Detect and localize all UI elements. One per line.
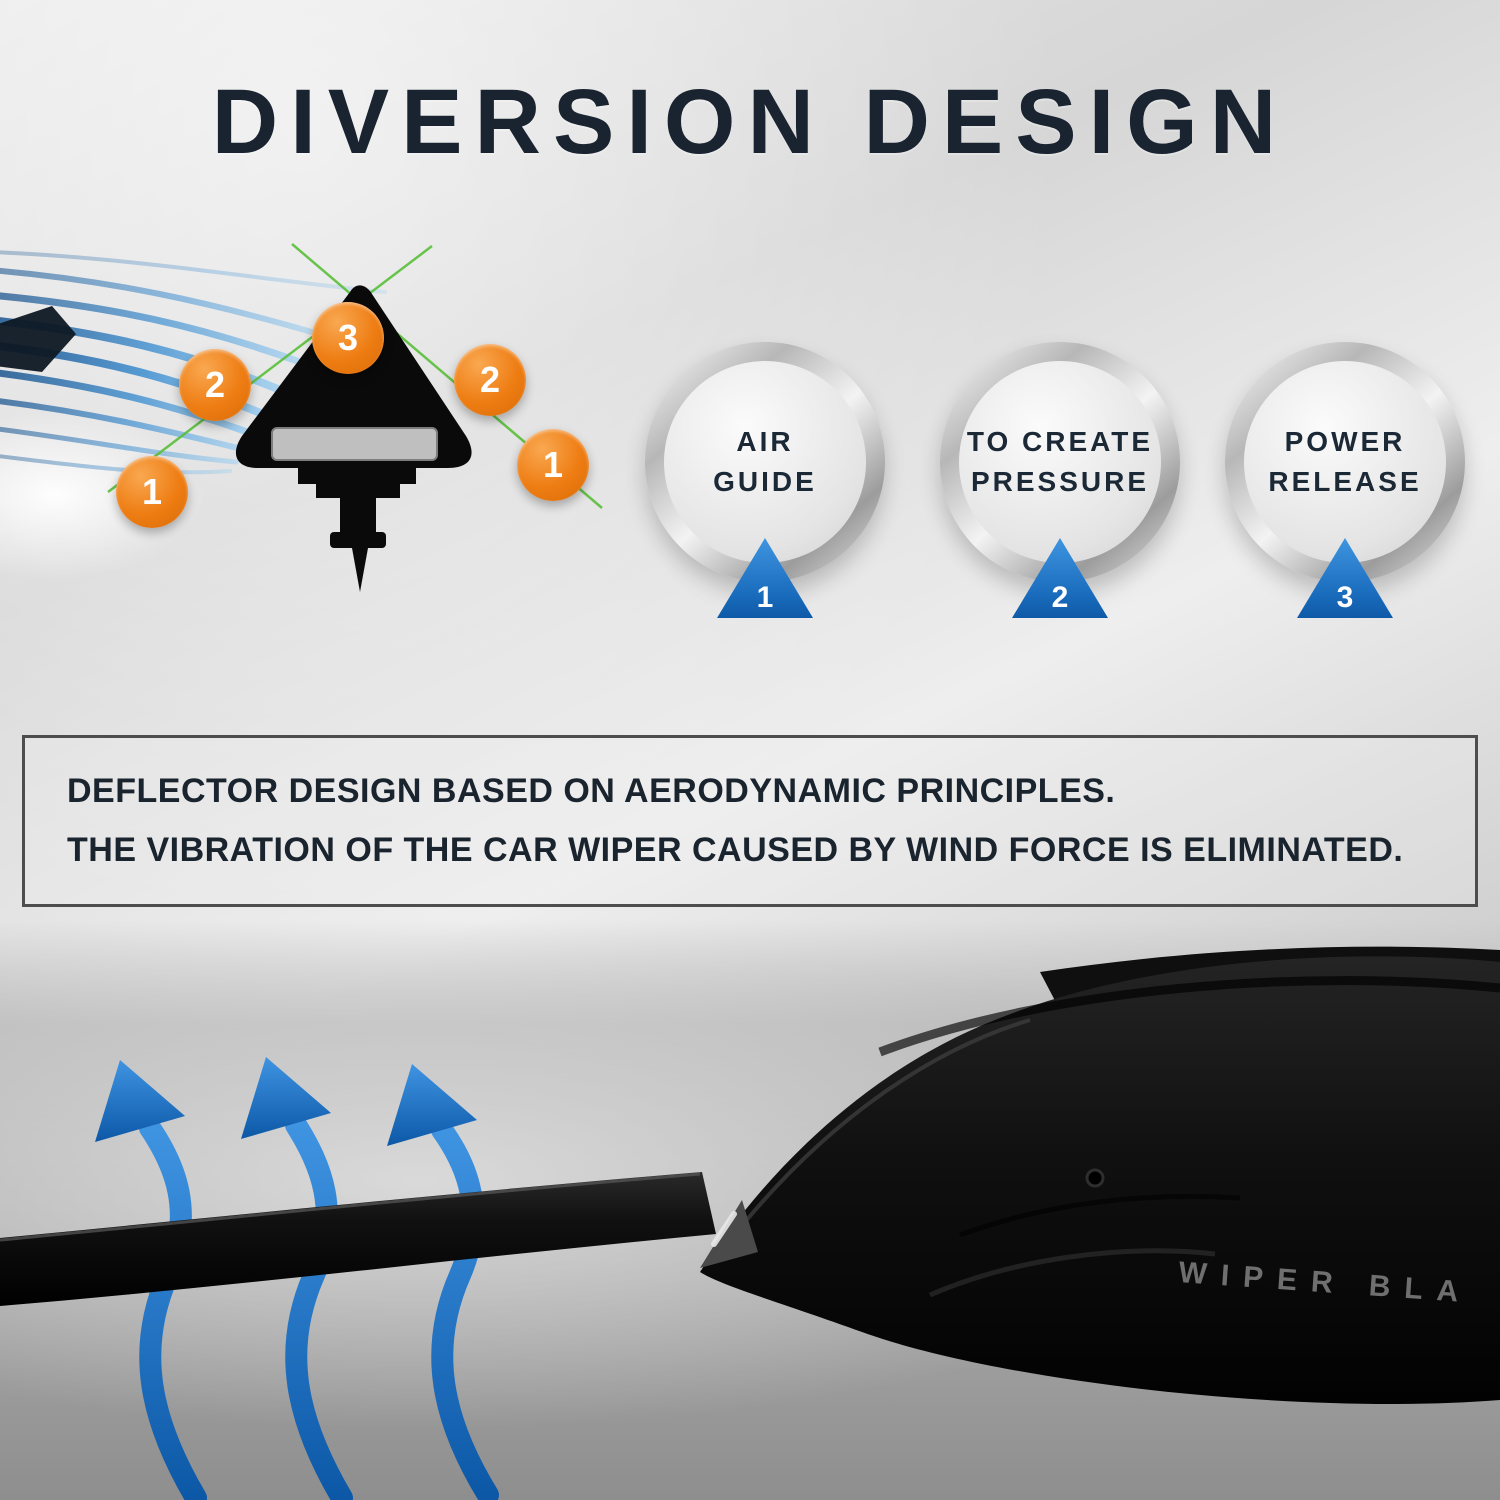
description-line-1: DEFLECTOR DESIGN BASED ON AERODYNAMIC PR… [67, 772, 1116, 810]
metal-insert [271, 427, 438, 461]
airflow-diagram-svg [0, 243, 603, 592]
badge-label: PRESSURE [970, 466, 1150, 497]
badge-label: AIR [736, 426, 794, 457]
airflow-diagram: 2 3 2 1 1 [0, 240, 640, 670]
joint-mark [711, 1211, 737, 1247]
flow-marker: 3 [312, 302, 384, 374]
airflow-arrow [387, 1064, 499, 1500]
cap-edge-highlight [743, 1018, 1031, 1224]
cap-swoosh-line [929, 1248, 1216, 1298]
flow-marker-number: 1 [542, 444, 564, 485]
description-box: DEFLECTOR DESIGN BASED ON AERODYNAMIC PR… [22, 735, 1478, 907]
cap-groove [878, 976, 1500, 1057]
badge-face: POWER RELEASE [1244, 361, 1446, 563]
badge-face: AIR GUIDE [664, 361, 866, 563]
flow-marker-number: 3 [337, 317, 359, 358]
page-title: DIVERSION DESIGN [211, 71, 1289, 173]
airflow-arrow [241, 1057, 353, 1500]
airflow-arrows [95, 1057, 499, 1500]
rubber-squeegee [352, 548, 368, 592]
wiper-end-cap: WIPER BLA [700, 956, 1500, 1404]
flow-marker: 2 [179, 349, 251, 421]
cap-joint-wedge [700, 1200, 758, 1268]
wiper-tip-silhouette [0, 306, 76, 372]
flow-marker-number: 2 [479, 359, 501, 400]
description-line-2: THE VIBRATION OF THE CAR WIPER CAUSED BY… [67, 831, 1404, 869]
flow-marker-number: 2 [204, 364, 226, 405]
wiper-cross-section [235, 285, 472, 592]
step-number: 1 [756, 581, 774, 614]
badge-label: TO CREATE [966, 426, 1154, 457]
wiper-blade-photo: WIPER BLA [0, 946, 1500, 1500]
step-number: 2 [1051, 581, 1069, 614]
flow-marker-number: 1 [141, 471, 163, 512]
badge-air-guide: AIR GUIDE [645, 342, 885, 582]
badge-to-create-pressure: TO CREATE PRESSURE [940, 342, 1180, 582]
badge-label: RELEASE [1268, 466, 1422, 497]
flow-marker: 1 [116, 456, 188, 528]
badge-face: TO CREATE PRESSURE [959, 361, 1161, 563]
badge-label: GUIDE [713, 466, 817, 497]
cap-contour-line [959, 1193, 1241, 1238]
flow-marker: 1 [517, 429, 589, 501]
flow-marker: 2 [454, 344, 526, 416]
step-number: 3 [1336, 581, 1354, 614]
badge-power-release: POWER RELEASE [1225, 342, 1465, 582]
cap-rivet [1085, 1168, 1105, 1188]
badge-label: POWER [1284, 426, 1406, 457]
wiper-blade-arm [0, 1172, 716, 1306]
